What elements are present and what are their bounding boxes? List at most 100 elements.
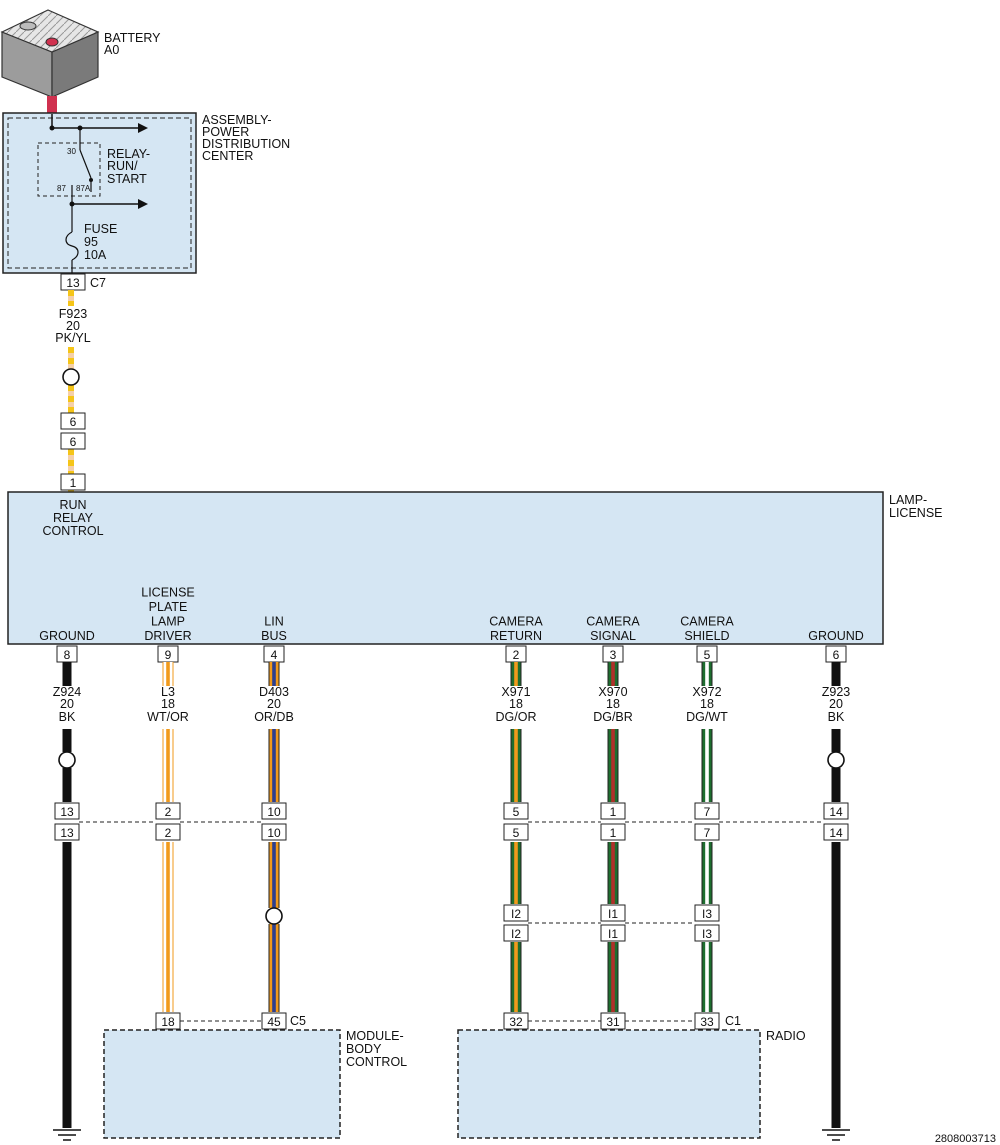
pdc-title-1: ASSEMBLY- (202, 113, 271, 127)
lamp-output-pin-4: 3 (602, 645, 624, 663)
inline2-bottom-3: I2 (503, 924, 529, 942)
battery-id: A0 (104, 43, 119, 57)
feed-wire-color: PK/YL (55, 331, 90, 345)
lamp-input-label-1: RUN (59, 498, 86, 512)
radio-pin-0: 32 (503, 1012, 529, 1030)
lamp-output-label-5-0: CAMERA (680, 615, 734, 629)
svg-text:6: 6 (70, 435, 77, 449)
feed-splice-icon (62, 368, 80, 386)
inline-bottom-4: 1 (600, 823, 626, 841)
lamp-output-label-1-1: PLATE (149, 600, 188, 614)
svg-text:5: 5 (513, 826, 520, 840)
svg-text:3: 3 (610, 648, 617, 662)
svg-text:I1: I1 (608, 907, 618, 921)
svg-text:14: 14 (829, 826, 843, 840)
bcm-title-2: BODY (346, 1042, 382, 1056)
wire-color-3: DG/OR (496, 710, 537, 724)
wire-gauge-3: 18 (509, 697, 523, 711)
inline-top-3: 5 (503, 802, 529, 820)
svg-text:18: 18 (161, 1015, 175, 1029)
inline2-top-5: I3 (694, 904, 720, 922)
battery-label: BATTERY (104, 31, 161, 45)
svg-text:1: 1 (70, 476, 77, 490)
svg-text:I2: I2 (511, 907, 521, 921)
inline-top-1: 2 (155, 802, 181, 820)
inline-bottom-0: 13 (54, 823, 80, 841)
wire-circuit-5: X972 (692, 685, 721, 699)
ground-icon-6 (822, 1129, 850, 1141)
wire-gauge-5: 18 (700, 697, 714, 711)
lamp-output-pin-0: 8 (56, 645, 78, 663)
splice-icon-lin (265, 907, 283, 925)
pdc-title-3: DISTRIBUTION (202, 137, 290, 151)
lamp-output-pin-2: 4 (263, 645, 285, 663)
relay-pin-30: 30 (67, 147, 76, 156)
inline-bottom-5: 7 (694, 823, 720, 841)
svg-text:6: 6 (70, 415, 77, 429)
feed-wire-gauge: 20 (66, 319, 80, 333)
lamp-license-box (7, 491, 884, 645)
bcm-title-3: CONTROL (346, 1055, 407, 1069)
relay-label-3: START (107, 172, 147, 186)
wire-color-1: WT/OR (147, 710, 189, 724)
wire-gauge-1: 18 (161, 697, 175, 711)
svg-text:45: 45 (267, 1015, 281, 1029)
svg-text:10: 10 (267, 826, 281, 840)
radio-pin-2: 33 (694, 1012, 720, 1030)
pdc-connector: C7 (90, 276, 106, 290)
fuse-rating: 10A (84, 248, 107, 262)
inline2-top-3: I2 (503, 904, 529, 922)
bcm-title-1: MODULE- (346, 1029, 404, 1043)
svg-text:13: 13 (66, 276, 80, 290)
svg-text:1: 1 (610, 826, 617, 840)
svg-text:2: 2 (165, 826, 172, 840)
bcm-connector: C5 (290, 1014, 306, 1028)
inline-bottom-3: 5 (503, 823, 529, 841)
svg-text:9: 9 (165, 648, 172, 662)
lamp-title-2: LICENSE (889, 506, 943, 520)
bcm-pin-0: 18 (155, 1012, 181, 1030)
pdc-box (2, 112, 197, 274)
radio-pin-1: 31 (600, 1012, 626, 1030)
wire-circuit-0: Z924 (53, 685, 82, 699)
wire-circuit-6: Z923 (822, 685, 851, 699)
lamp-output-label-2-0: LIN (264, 615, 283, 629)
radio-title: RADIO (766, 1029, 806, 1043)
wire-gauge-6: 20 (829, 697, 843, 711)
wire-circuit-1: L3 (161, 685, 175, 699)
lamp-output-label-2-1: BUS (261, 629, 287, 643)
svg-text:2: 2 (513, 648, 520, 662)
svg-text:13: 13 (60, 826, 74, 840)
inline-top-2: 10 (261, 802, 287, 820)
inline-top-0: 13 (54, 802, 80, 820)
lamp-output-label-1-3: DRIVER (144, 629, 191, 643)
radio-box (457, 1029, 761, 1139)
feed-wire-circuit: F923 (59, 307, 88, 321)
figure-id: 2808003713 (935, 1133, 996, 1145)
lamp-output-label-1-2: LAMP (151, 615, 185, 629)
lamp-output-pin-5: 5 (696, 645, 718, 663)
lamp-output-label-5-1: SHIELD (684, 629, 729, 643)
inline-connector-6: 6 6 (60, 412, 86, 450)
pdc-title-2: POWER (202, 125, 249, 139)
inline-top-4: 1 (600, 802, 626, 820)
svg-text:6: 6 (833, 648, 840, 662)
relay-pin-87a: 87A (76, 184, 91, 193)
lamp-output-pin-3: 2 (505, 645, 527, 663)
wire-circuit-2: D403 (259, 685, 289, 699)
wire-color-0: BK (59, 710, 76, 724)
svg-text:32: 32 (509, 1015, 523, 1029)
lamp-input-pin: 1 (60, 473, 86, 491)
wire-gauge-4: 18 (606, 697, 620, 711)
lamp-output-label-1-0: LICENSE (141, 586, 195, 600)
pdc-title-4: CENTER (202, 149, 253, 163)
wire-circuit-3: X971 (501, 685, 530, 699)
relay-label-2: RUN/ (107, 159, 138, 173)
splice-icon-0 (58, 751, 76, 769)
lamp-title-1: LAMP- (889, 493, 927, 507)
lamp-output-label-3-1: RETURN (490, 629, 542, 643)
wire-color-4: DG/BR (593, 710, 633, 724)
svg-text:4: 4 (271, 648, 278, 662)
lamp-input-label-2: RELAY (53, 511, 94, 525)
